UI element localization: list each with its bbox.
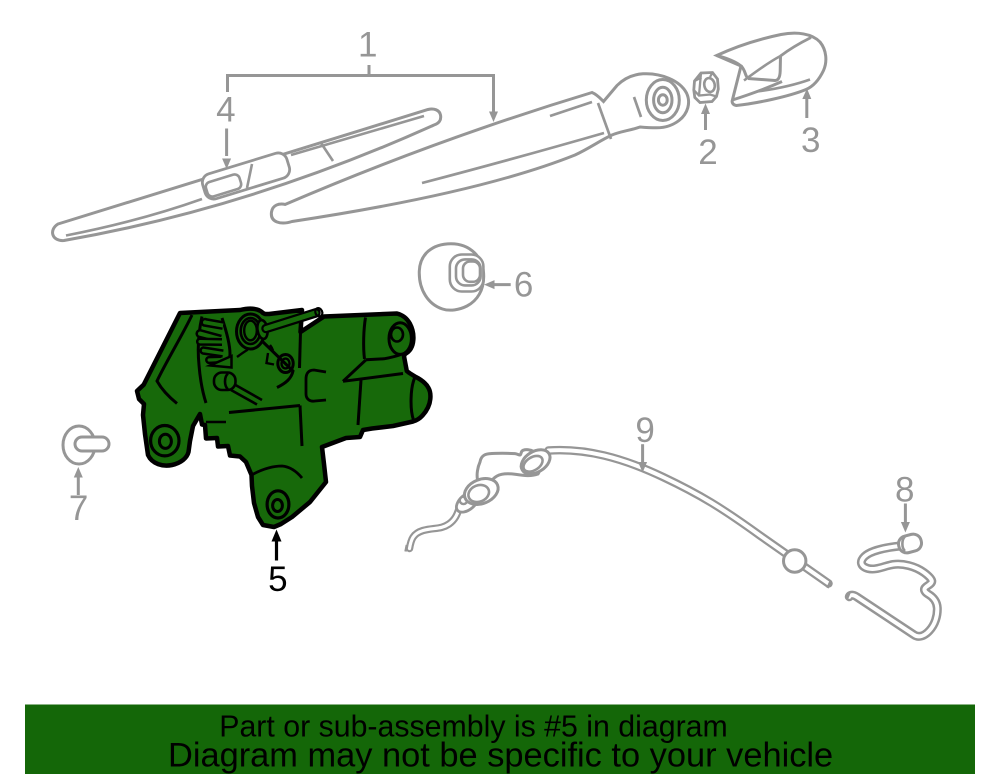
svg-text:8: 8 bbox=[895, 471, 914, 510]
svg-text:4: 4 bbox=[216, 91, 235, 130]
svg-text:Diagram may not be specific to: Diagram may not be specific to your vehi… bbox=[168, 737, 833, 775]
svg-text:6: 6 bbox=[514, 266, 533, 305]
svg-text:7: 7 bbox=[69, 489, 88, 528]
svg-text:1: 1 bbox=[358, 26, 377, 65]
svg-text:Part or sub-assembly is #5 in: Part or sub-assembly is #5 in diagram bbox=[219, 711, 728, 744]
svg-text:2: 2 bbox=[698, 133, 717, 172]
svg-text:9: 9 bbox=[635, 411, 654, 450]
svg-text:5: 5 bbox=[268, 560, 287, 599]
svg-text:3: 3 bbox=[801, 121, 820, 160]
